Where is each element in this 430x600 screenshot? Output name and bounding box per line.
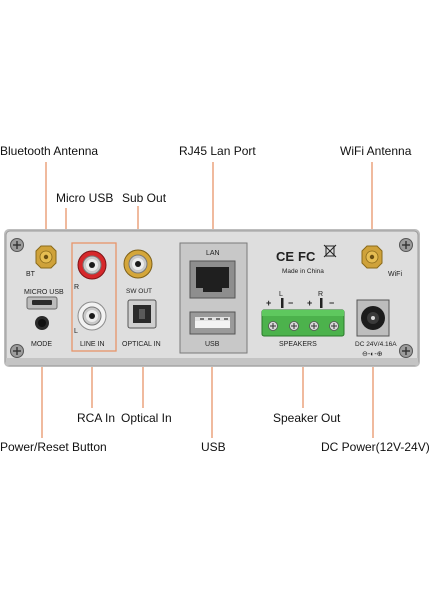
fc-mark: FC [298, 249, 316, 264]
label-optical-in: OPTICAL IN [122, 341, 161, 348]
terminal-screw-icon [268, 321, 278, 331]
callout-power-reset: Power/Reset Button [0, 440, 107, 454]
label-line-in: LINE IN [80, 341, 105, 348]
dc-jack [356, 299, 390, 337]
callout-sub-out: Sub Out [122, 191, 167, 205]
bt-antenna-connector [35, 245, 57, 269]
label-bt: BT [26, 271, 36, 278]
sw-out-jack [123, 249, 153, 279]
label-mode: MODE [31, 341, 52, 348]
callout-speaker-out: Speaker Out [273, 411, 341, 425]
terminal-screw-icon [329, 321, 339, 331]
screw-icon [399, 344, 413, 358]
callout-rj45: RJ45 Lan Port [179, 144, 256, 158]
sp-minus-left: − [288, 298, 293, 308]
optical-in-port [127, 299, 157, 329]
label-sw-out: SW OUT [126, 288, 152, 295]
label-made-in: Made in China [282, 268, 324, 275]
sp-l: L [279, 291, 283, 298]
speaker-terminal-block [261, 309, 345, 337]
rj45-port [189, 260, 236, 299]
label-dc-polarity: ⊖-◐-⊕ [362, 351, 383, 358]
sp-r: R [318, 291, 323, 298]
label-micro-usb: MICRO USB [24, 289, 64, 296]
callout-wifi-antenna: WiFi Antenna [340, 144, 412, 158]
corner-screws [10, 238, 413, 358]
screw-icon [399, 238, 413, 252]
label-usb: USB [205, 341, 220, 348]
rca-red-jack [77, 250, 107, 280]
rca-highlight-box [71, 242, 117, 352]
terminal-screw-icon [289, 321, 299, 331]
micro-usb-port [26, 296, 58, 310]
callout-micro-usb: Micro USB [56, 191, 114, 205]
speaker-polarity-bars [281, 298, 323, 308]
callout-usb: USB [201, 440, 226, 454]
ce-mark: CE [276, 249, 294, 264]
mode-button [35, 316, 49, 330]
rca-white-jack [77, 301, 107, 331]
label-rca-l: L [74, 328, 78, 335]
wifi-antenna-connector [361, 245, 383, 269]
callout-dc-power: DC Power(12V-24V) [321, 440, 430, 454]
label-dc-spec: DC 24V/4.16A [355, 341, 397, 348]
screw-icon [10, 344, 24, 358]
callout-bluetooth-antenna: Bluetooth Antenna [0, 144, 99, 158]
label-rca-r: R [74, 284, 79, 291]
usb-port [189, 311, 236, 335]
weee-bin-icon [323, 244, 337, 258]
sp-plus-left: + [266, 298, 271, 308]
terminal-screw-icon [309, 321, 319, 331]
screw-icon [10, 238, 24, 252]
label-lan: LAN [206, 250, 220, 257]
callout-optical-in: Optical In [121, 411, 172, 425]
label-wifi: WiFi [388, 271, 402, 278]
label-speakers: SPEAKERS [279, 341, 317, 348]
callout-rca-in: RCA In [77, 411, 116, 425]
sp-plus-right: + [307, 298, 312, 308]
sp-minus-right: − [329, 298, 334, 308]
